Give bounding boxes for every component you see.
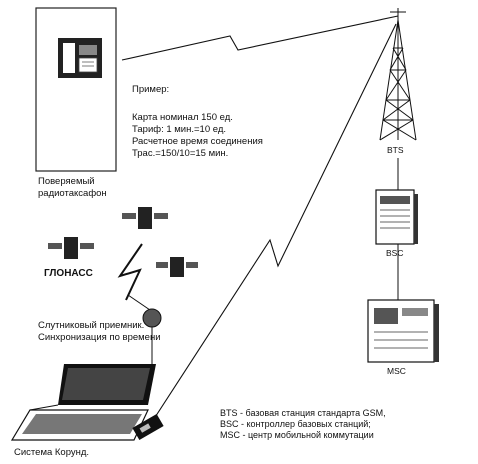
example-line: Расчетное время соединения: [132, 136, 263, 147]
legend: BTS - базовая станция стандарта GSM, BSC…: [220, 408, 386, 441]
legend-line: BSC - контроллер базовых станций;: [220, 419, 371, 429]
payphone-label: радиотаксафон: [38, 188, 107, 199]
msc-label: MSC: [387, 366, 406, 376]
payphone-label: Поверяемый: [38, 176, 95, 187]
bsc-label: BSC: [386, 248, 404, 258]
receiver-antenna-icon: [142, 308, 162, 365]
msc-cabinet: [367, 299, 439, 363]
satellite-icon: [48, 237, 94, 259]
payphone-illustration: [35, 7, 117, 172]
receiver-label: Синхронизация по времени: [38, 332, 161, 343]
example-line: Трас.=150/10=15 мин.: [132, 148, 229, 159]
satellite-icon: [156, 257, 198, 277]
legend-line: BTS - базовая станция стандарта GSM,: [220, 408, 386, 418]
receiver-label: Слутниковый приемник.: [38, 320, 145, 331]
glonass-label: ГЛОНАСС: [44, 268, 93, 279]
radio-link-payphone: [121, 15, 399, 61]
laptop-illustration: [10, 364, 156, 441]
satellite-signal: [117, 243, 143, 301]
example-heading: Пример:: [132, 84, 170, 95]
bsc-cabinet: [375, 189, 418, 245]
bts-label: BTS: [387, 145, 404, 155]
satellite-icon: [122, 207, 168, 229]
example-line: Тариф: 1 мин.=10 ед.: [132, 124, 227, 135]
example-line: Карта номинал 150 ед.: [132, 112, 233, 123]
radio-link-mobile: [149, 23, 397, 426]
bts-tower: [379, 8, 417, 141]
system-label: Система Корунд.: [14, 447, 90, 458]
legend-line: MSC - центр мобильной коммутации: [220, 430, 374, 440]
mobile-phone-icon: [132, 413, 164, 441]
